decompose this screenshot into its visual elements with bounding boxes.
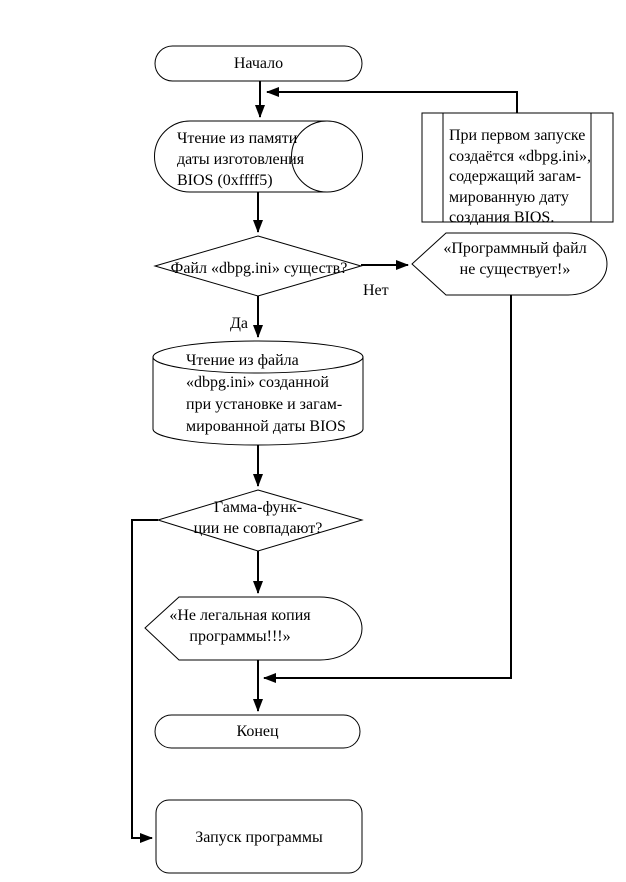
read-ini-line: мированной даты BIOS [186,418,346,435]
edge-filemissing-to-end [263,295,512,683]
read-ini-text: Чтение из файла «dbpg.ini» созданной при… [186,350,346,438]
run-program-shape [155,799,363,874]
end-terminator-shape [154,714,361,749]
note-line: При первом запуске [449,127,586,144]
read-ini-line: «dbpg.ini» созданной [186,374,329,391]
note-line: создаётся «dbpg.ini», [449,147,592,165]
illegal-copy-display-shape [144,596,363,661]
gamma-decision-text: Гамма-функ- ции не совпадают? [158,497,358,539]
file-exists-decision-shape [153,235,363,297]
start-label: Начало [233,55,284,72]
edge-note-to-mainflow [266,87,518,113]
read-ini-line: Чтение из файла [186,352,299,369]
read-ini-cylinder-top [152,340,364,374]
note-line: содержащий загам- [449,168,582,185]
start-terminator-shape [154,45,363,82]
read-ini-cylinder-body [152,357,364,446]
note-line: мированную дату [449,188,569,206]
illegal-copy-display-text: «Не легальная копия программы!!!» [145,605,335,647]
note-line: создания BIOS. [449,209,555,226]
edge-label-yes: Да [230,315,249,332]
file-exists-decision-label: Файл «dbpg.ini» существ? [170,260,348,277]
read-bios-drum-end-circle [291,120,363,193]
edge-decision2-to-run [131,519,158,843]
file-missing-line: «Программный файл [443,240,587,257]
read-bios-line: даты изготовления [177,151,305,168]
first-run-note-shape [421,112,614,223]
gamma-decision-shape [156,489,364,552]
read-bios-line: BIOS (0xffff5) [177,172,273,189]
run-program-label: Запуск программы [195,829,323,846]
illegal-copy-line: «Не легальная копия [169,607,311,624]
read-bios-drum-shape [154,120,327,193]
edge-label-no: Нет [363,282,389,299]
read-ini-line: при установке и загам- [186,396,343,413]
gamma-decision-line: Гамма-функ- [213,499,303,516]
gamma-decision-line: ции не совпадают? [193,520,323,537]
read-bios-line: Чтение из памяти [177,130,298,147]
read-bios-text: Чтение из памяти даты изготовления BIOS … [177,128,304,191]
file-missing-display-text: «Программный файл не существует!» [425,238,605,280]
file-missing-display-shape [411,232,608,296]
first-run-note-text: При первом запуске создаётся «dbpg.ini»,… [449,126,591,229]
file-missing-line: не существует!» [459,261,571,278]
illegal-copy-line: программы!!!» [189,628,291,645]
end-label: Конец [236,723,279,740]
